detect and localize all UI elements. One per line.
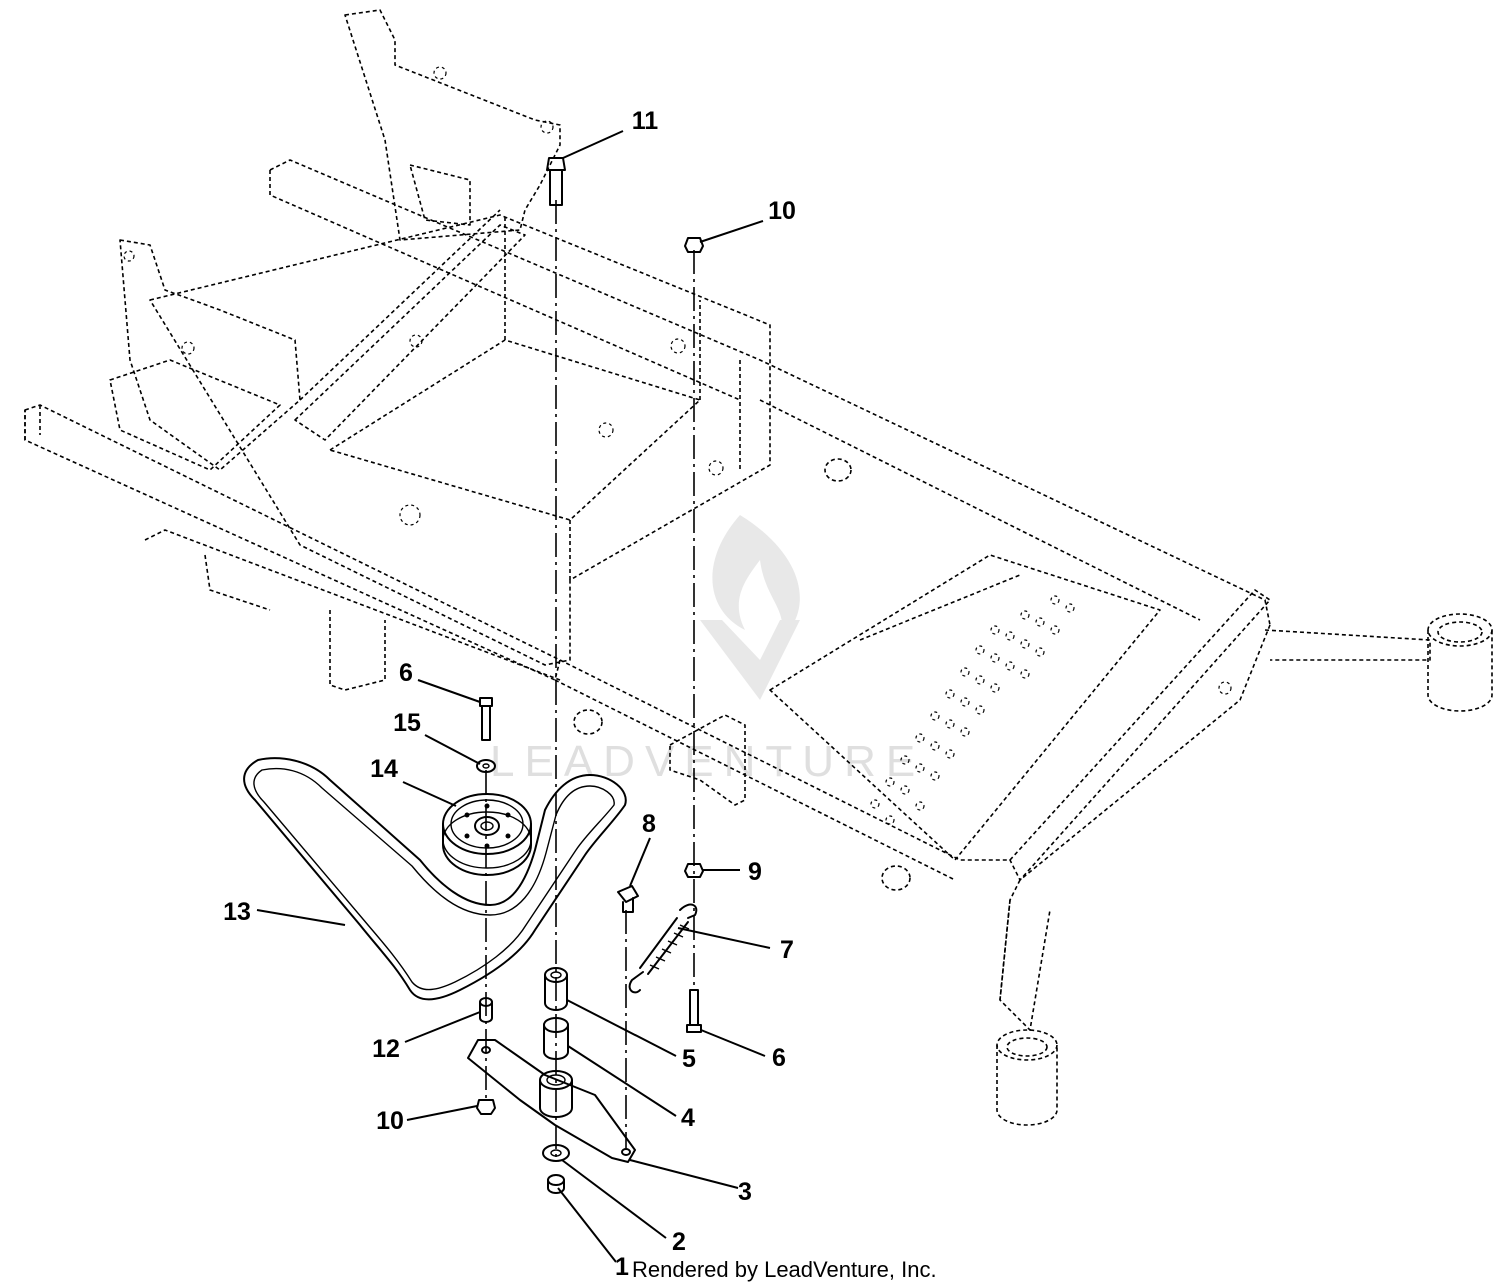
callout-3: 3 [738, 1178, 752, 1206]
watermark-text: LEADVENTURE [490, 737, 925, 786]
drive-belt-13 [243, 757, 627, 1001]
callout-4: 4 [681, 1104, 695, 1132]
bushing-4 [543, 1017, 569, 1060]
nut-10-upper [684, 237, 704, 253]
callout-12: 12 [372, 1035, 400, 1063]
parts [243, 157, 704, 1194]
leader-lines [256, 130, 771, 1263]
callout-13: 13 [223, 898, 251, 926]
bolt-6-lower [686, 989, 702, 1033]
nut-9 [684, 863, 704, 878]
credit-text: Rendered by LeadVenture, Inc. [632, 1257, 937, 1282]
idler-arm-3 [467, 1039, 636, 1163]
callout-6-upper: 6 [399, 659, 413, 687]
bushing-5 [544, 967, 568, 1011]
callout-10-upper: 10 [768, 197, 796, 225]
bolt-8 [617, 885, 639, 913]
callout-15: 15 [393, 709, 421, 737]
spacer-12 [479, 997, 493, 1023]
nut-1 [547, 1174, 565, 1194]
callout-9: 9 [748, 858, 762, 886]
callout-5: 5 [682, 1045, 696, 1073]
callout-1: 1 [615, 1253, 629, 1281]
watermark: LEADVENTURE [490, 515, 925, 786]
spring-7 [628, 903, 698, 994]
callout-14: 14 [370, 755, 398, 783]
callout-2: 2 [672, 1228, 686, 1256]
washer-15 [476, 759, 496, 773]
bolt-11 [546, 157, 566, 206]
callout-8: 8 [642, 810, 656, 838]
idler-pulley-14 [442, 793, 532, 876]
washer-2 [542, 1144, 570, 1162]
bolt-6-upper [479, 697, 493, 741]
callout-11: 11 [632, 107, 659, 135]
mower-frame [24, 9, 1493, 1126]
callout-7: 7 [780, 936, 794, 964]
callout-10-lower: 10 [376, 1107, 404, 1135]
callout-6-lower: 6 [772, 1044, 786, 1072]
callouts: 1 2 3 4 5 6 6 7 8 9 10 10 11 12 13 14 15 [223, 107, 796, 1281]
nut-10-lower [476, 1099, 496, 1115]
